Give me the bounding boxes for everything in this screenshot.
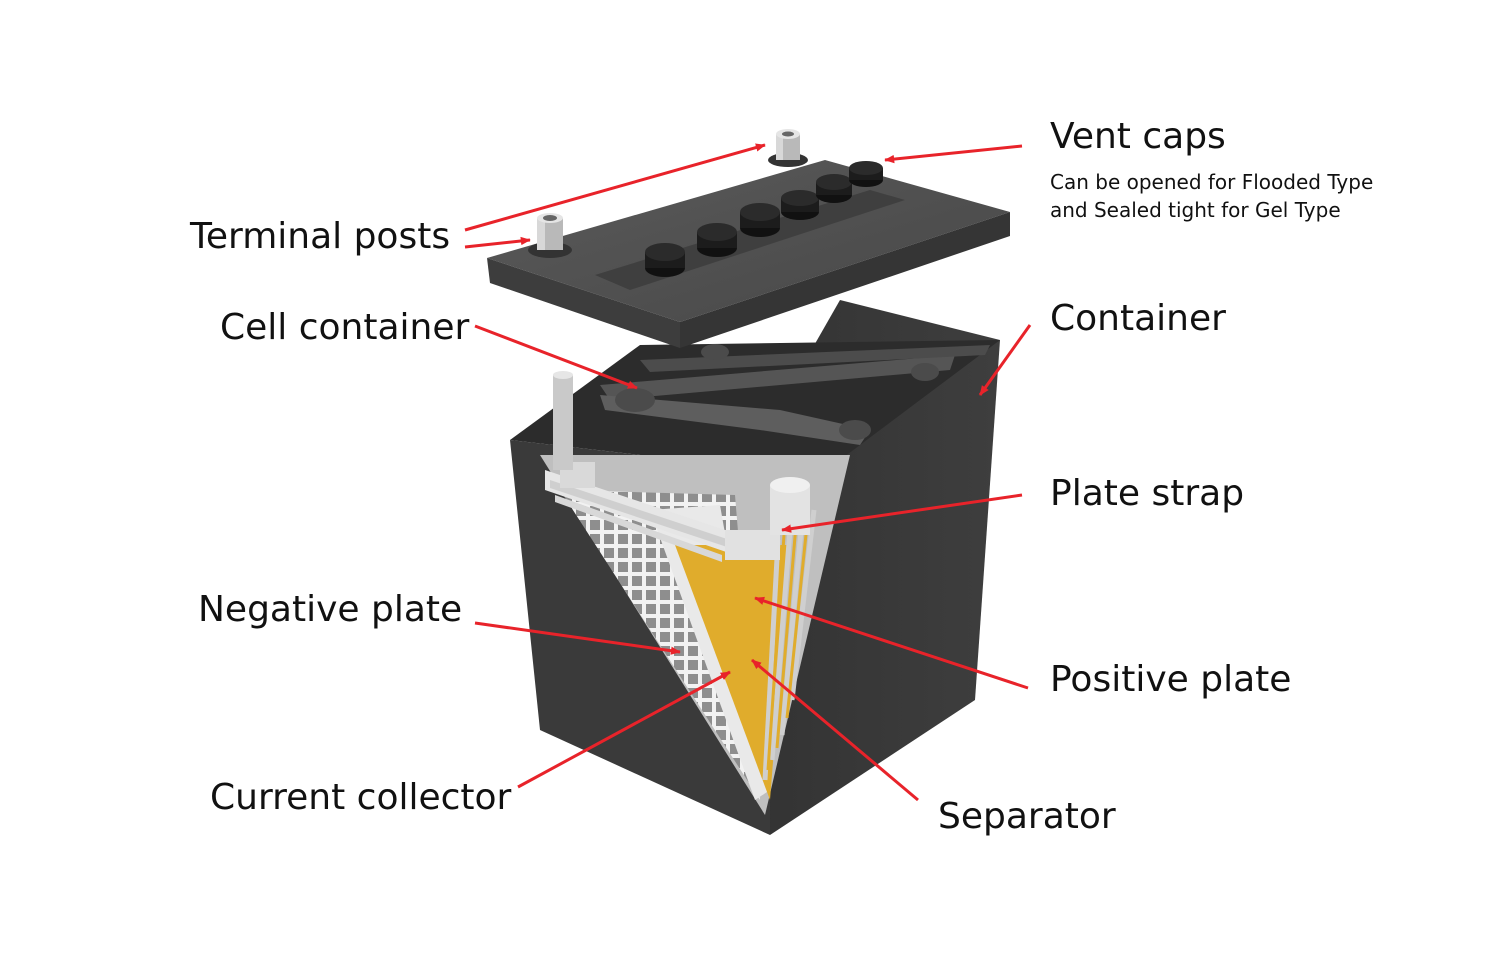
arrow-separator: [751, 658, 919, 802]
label-negative-plate: Negative plate: [198, 589, 463, 630]
arrow-cell-container: [474, 324, 638, 390]
label-positive-plate: Positive plate: [1050, 659, 1292, 700]
battery-lid: [487, 129, 1010, 348]
arrow-current-collector: [517, 670, 731, 789]
arrow-plate-strap: [781, 493, 1023, 533]
arrow-positive-plate: [754, 596, 1029, 690]
arrow-terminal-post-right: [464, 143, 766, 232]
vent-caps-note: Can be opened for Flooded Type and Seale…: [1050, 168, 1373, 224]
arrow-container: [978, 324, 1032, 396]
terminal-post-right: [768, 129, 808, 167]
label-container: Container: [1050, 298, 1226, 339]
label-separator: Separator: [938, 796, 1116, 837]
callout-arrows: [464, 143, 1032, 802]
cutaway-interior: [540, 371, 850, 815]
terminal-post-left: [528, 213, 572, 258]
vent-caps-note-line-1: Can be opened for Flooded Type: [1050, 170, 1374, 194]
label-cell-container: Cell container: [220, 307, 470, 348]
arrow-vent-caps: [884, 144, 1023, 164]
vent-caps-row: [645, 161, 883, 277]
separator-sheet: [650, 505, 770, 800]
arrow-terminal-post-left: [464, 236, 531, 249]
vent-caps-note-line-2: and Sealed tight for Gel Type: [1050, 198, 1341, 222]
positive-plate-fill: [675, 545, 790, 800]
label-vent-caps: Vent caps: [1050, 116, 1226, 157]
label-terminal-posts: Terminal posts: [190, 216, 451, 257]
label-current-collector: Current collector: [210, 777, 512, 818]
arrow-negative-plate: [474, 621, 681, 655]
label-plate-strap: Plate strap: [1050, 473, 1245, 514]
